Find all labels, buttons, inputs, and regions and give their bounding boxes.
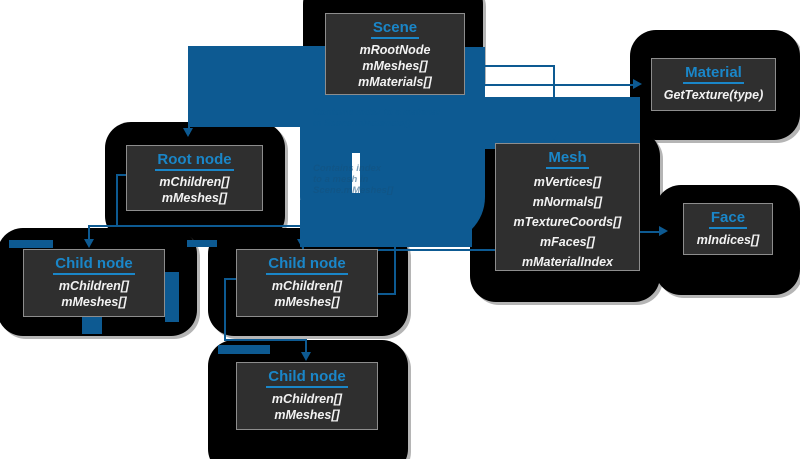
node-child-node-bottom-fields: mChildren[] mMeshes[]	[247, 391, 367, 423]
node-face[interactable]: Face mIndices[]	[683, 203, 773, 255]
arrow-child-node-left	[84, 239, 94, 248]
blue-overlay-right-arm	[470, 97, 640, 149]
blob-cutout-1	[352, 153, 360, 193]
node-child-node-left[interactable]: Child node mChildren[] mMeshes[]	[23, 249, 165, 317]
field-cm-mmeshes: mMeshes[]	[274, 295, 340, 309]
connector-rootchildren-bus	[88, 225, 302, 227]
field-mvertices: mVertices[]	[533, 175, 602, 189]
node-child-node-bottom-title: Child node	[266, 367, 348, 388]
blue-overlay-tab-b	[187, 240, 217, 247]
field-cl-mmeshes: mMeshes[]	[61, 295, 127, 309]
field-mrootnode: mRootNode	[359, 43, 431, 57]
blue-overlay-lower	[300, 200, 472, 247]
node-face-fields: mIndices[]	[694, 232, 762, 248]
node-root-node-title: Root node	[155, 150, 234, 171]
field-cb-mchildren: mChildren[]	[271, 392, 343, 406]
node-mesh[interactable]: Mesh mVertices[] mNormals[] mTextureCoor…	[495, 143, 640, 271]
node-root-node-fields: mChildren[] mMeshes[]	[137, 174, 252, 206]
connector-scene-mmeshes-v	[553, 65, 555, 137]
connector-scene-mmeshes-h	[430, 65, 555, 67]
node-material-fields: GetTexture(type)	[662, 87, 765, 103]
node-mesh-fields: mVertices[] mNormals[] mTextureCoords[] …	[506, 172, 629, 272]
node-root-node[interactable]: Root node mChildren[] mMeshes[]	[126, 145, 263, 211]
field-mmaterialindex: mMaterialIndex	[521, 255, 613, 269]
node-child-node-middle-fields: mChildren[] mMeshes[]	[247, 278, 367, 310]
connector-materialindex-h	[302, 249, 496, 251]
node-scene-title: Scene	[370, 18, 420, 39]
connector-midchildren-down	[224, 278, 226, 340]
arrow-mesh	[549, 131, 559, 140]
connector-scene-rootnode-h	[188, 46, 330, 48]
node-material[interactable]: Material GetTexture(type)	[651, 58, 776, 111]
connector-child-mid-drop	[301, 225, 303, 243]
field-gettexture: GetTexture(type)	[663, 88, 764, 102]
field-mtexturecoords: mTextureCoords[]	[513, 215, 622, 229]
arrow-child-node-middle	[297, 239, 307, 248]
field-cl-mchildren: mChildren[]	[58, 279, 130, 293]
blue-overlay-tab-a	[9, 240, 53, 248]
node-child-node-left-title: Child node	[53, 254, 135, 275]
field-mmaterials: mMaterials[]	[358, 75, 432, 89]
node-child-node-middle-title: Child node	[266, 254, 348, 275]
connector-bottom-drop	[305, 339, 307, 356]
field-mindices: mIndices[]	[696, 233, 760, 247]
field-mmeshes: mMeshes[]	[362, 59, 428, 73]
connector-scene-mmaterials-h	[430, 84, 635, 86]
connector-childmeshes-v	[394, 65, 396, 294]
field-root-mchildren: mChildren[]	[159, 175, 230, 189]
arrow-face	[659, 226, 668, 236]
connector-rootchildren-down	[116, 174, 118, 226]
field-cm-mchildren: mChildren[]	[271, 279, 343, 293]
node-face-title: Face	[708, 208, 748, 229]
arrow-material	[633, 79, 642, 89]
blue-overlay-tab-d	[331, 228, 386, 238]
connector-midchildren-bus	[224, 339, 306, 341]
blue-overlay-tab-c	[218, 345, 270, 354]
connector-materialindex-v	[302, 86, 304, 250]
field-mnormals: mNormals[]	[532, 195, 603, 209]
connector-child-left-drop	[88, 225, 90, 243]
annotation-mesh-index: Contains index to a mesh in Scene.mMeshe…	[313, 163, 394, 196]
node-material-title: Material	[683, 63, 744, 84]
node-child-node-bottom[interactable]: Child node mChildren[] mMeshes[]	[236, 362, 378, 430]
node-scene-fields: mRootNode mMeshes[] mMaterials[]	[336, 42, 454, 90]
connector-scene-rootnode-v	[188, 46, 190, 134]
node-child-node-middle[interactable]: Child node mChildren[] mMeshes[]	[236, 249, 378, 317]
field-cb-mmeshes: mMeshes[]	[274, 408, 340, 422]
blue-overlay-notch	[165, 272, 179, 322]
node-scene[interactable]: Scene mRootNode mMeshes[] mMaterials[]	[325, 13, 465, 95]
field-mfaces: mFaces[]	[540, 235, 595, 249]
field-root-mmeshes: mMeshes[]	[161, 191, 228, 205]
node-child-node-left-fields: mChildren[] mMeshes[]	[34, 278, 154, 310]
annotation-material-index: Contains index to a material in Scene.mM…	[313, 107, 440, 129]
connector-materialindex-tip	[302, 86, 328, 88]
arrow-child-node-bottom	[301, 352, 311, 361]
arrow-rootnode	[183, 128, 193, 137]
node-mesh-title: Mesh	[546, 148, 589, 169]
